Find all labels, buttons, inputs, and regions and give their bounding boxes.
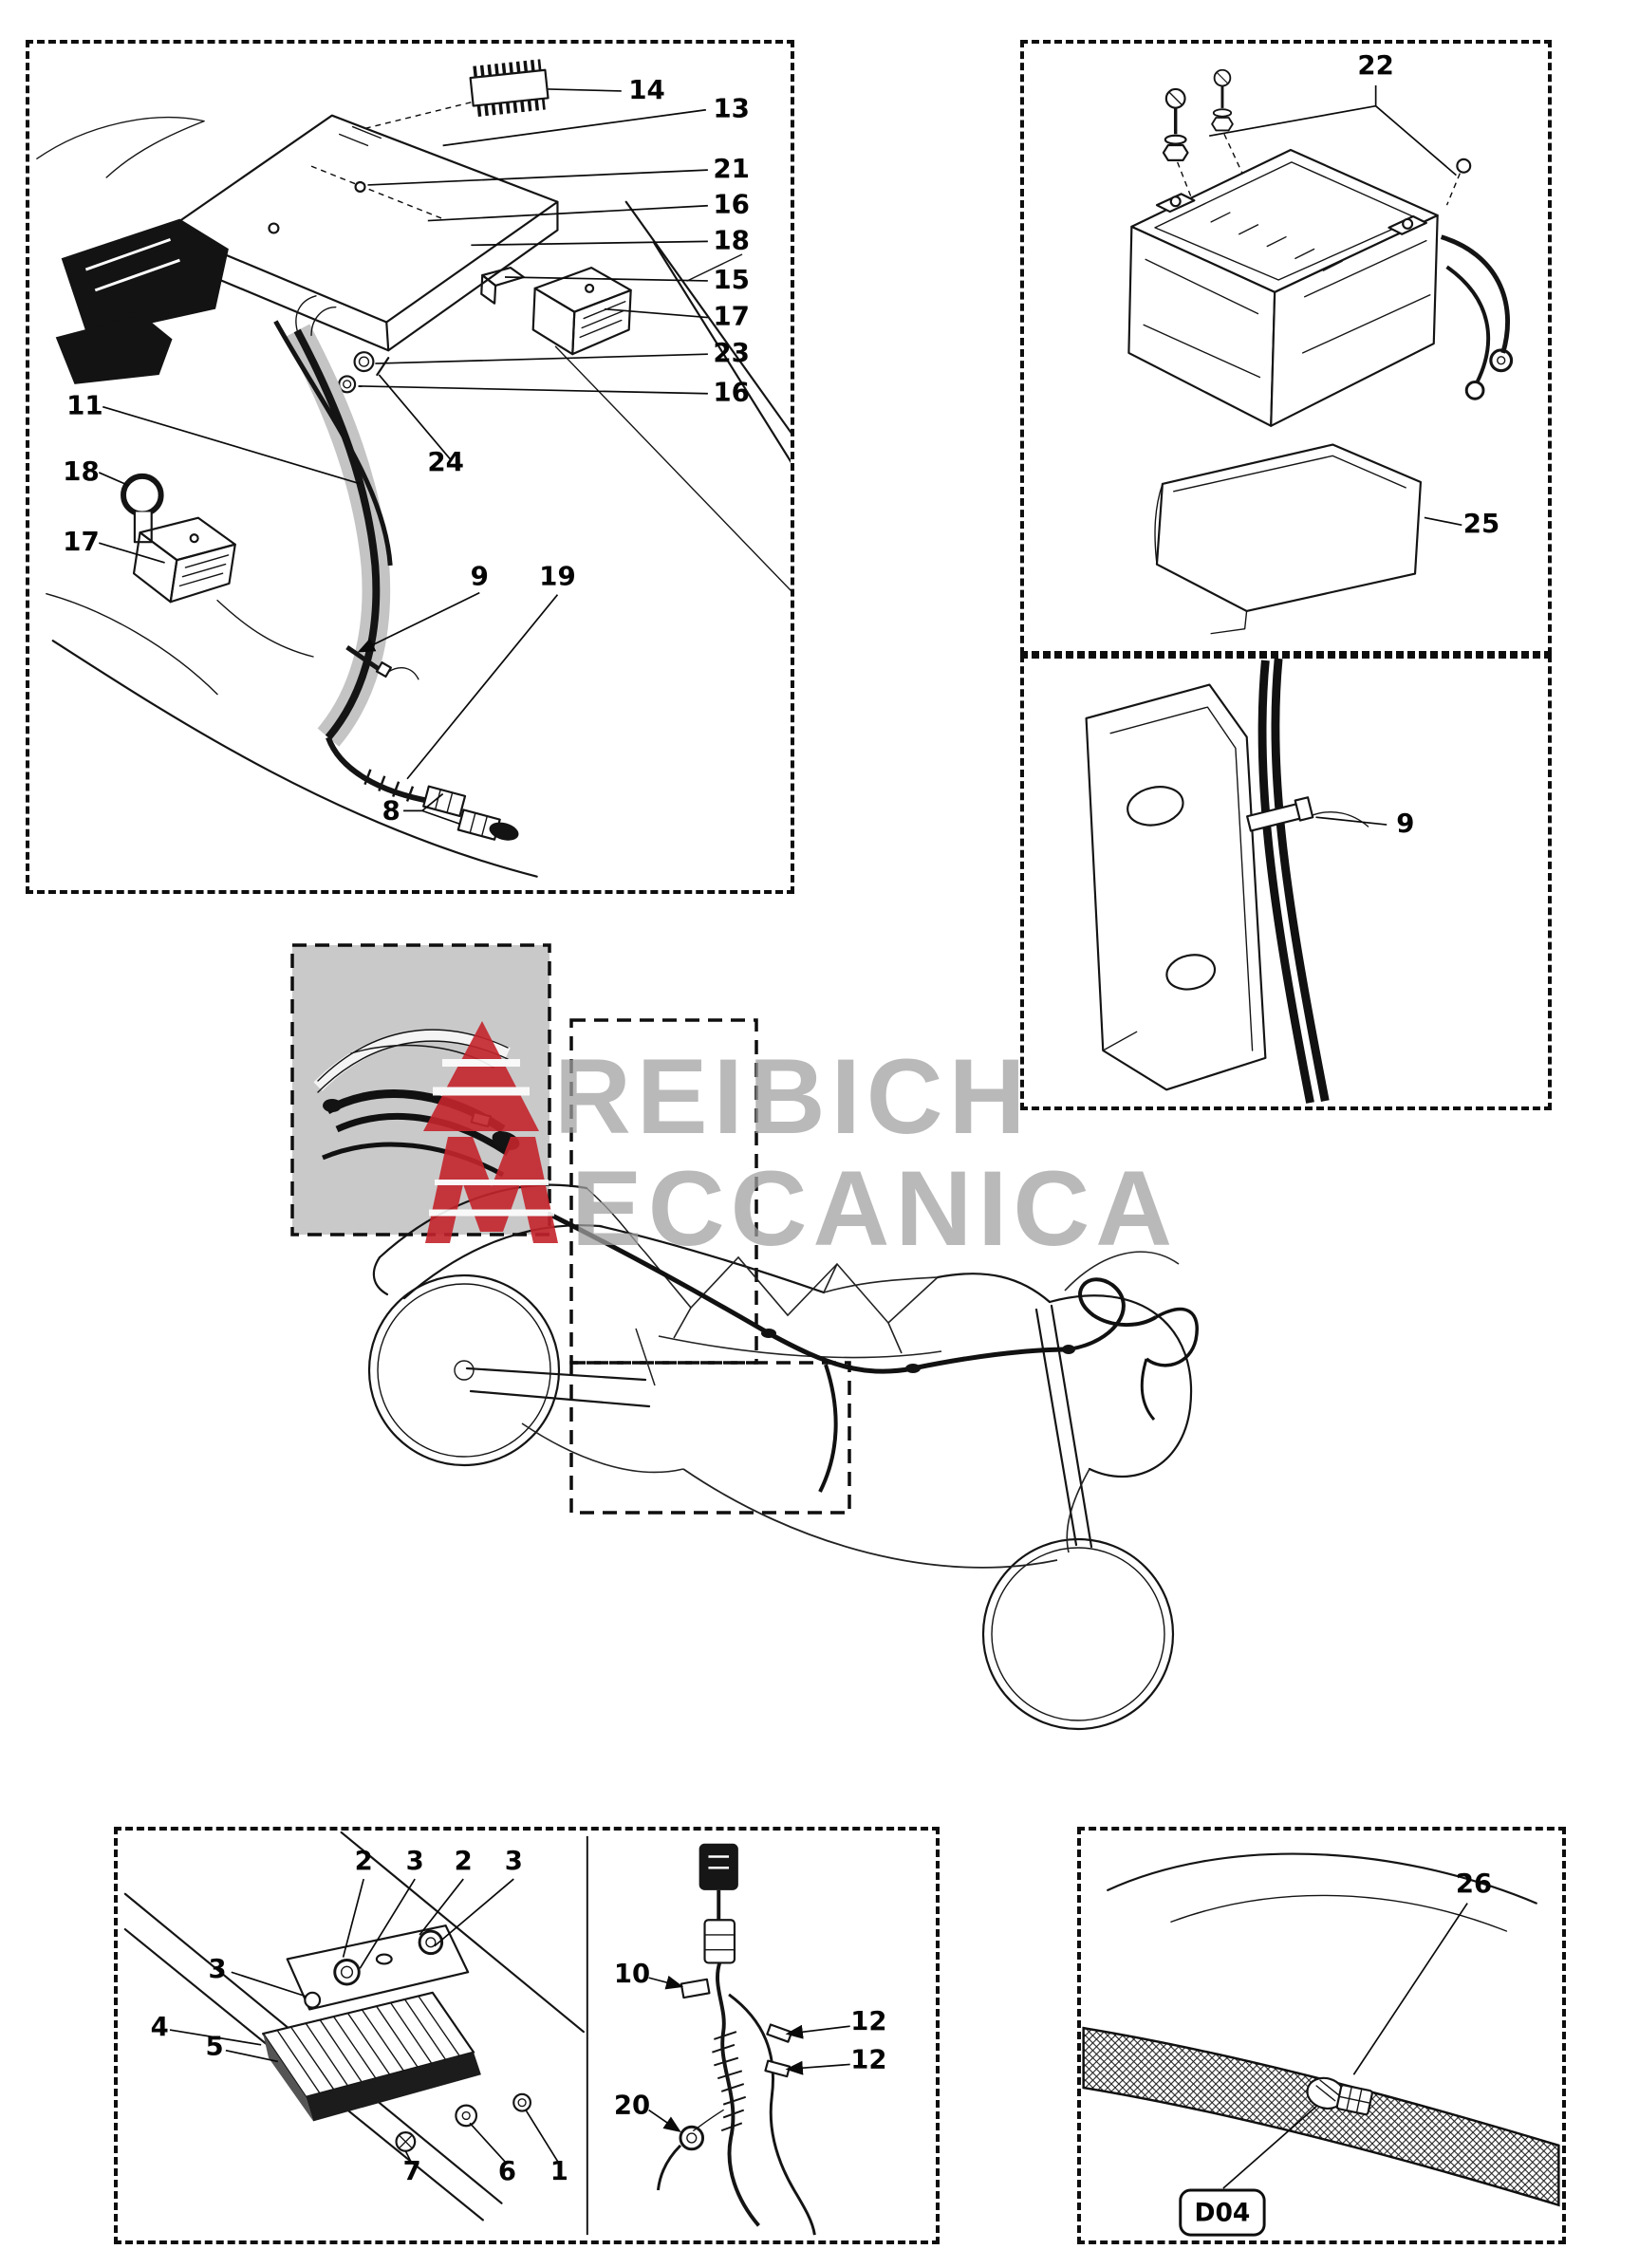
fairing-lines	[1107, 1852, 1537, 1932]
watermark-line1: REIBICH	[554, 1037, 1031, 1156]
air-duct	[55, 218, 229, 384]
callouts: 14 13 21 16 18 15 17 23 16 11 24 18 17 9…	[63, 74, 750, 826]
callout-3: 3	[406, 1846, 424, 1876]
callout-7: 7	[403, 2156, 421, 2186]
leader-lines	[1209, 85, 1462, 527]
clamp-drawing: 26 D04	[1082, 1852, 1560, 2237]
callout-2: 2	[355, 1846, 373, 1876]
tie-tail	[1311, 811, 1369, 827]
callout-8: 8	[382, 794, 400, 826]
callout-14: 14	[628, 74, 665, 105]
pull-ring	[121, 473, 164, 544]
battery-drawing: 22 25	[1127, 49, 1514, 635]
callout-16: 16	[713, 189, 750, 220]
callout-1: 1	[550, 2156, 568, 2186]
battery-body	[1127, 148, 1439, 427]
watermark-line2: ECCANICA	[571, 1149, 1178, 1268]
leader-9	[1315, 816, 1388, 826]
callout-17: 17	[713, 300, 750, 331]
callout-6: 6	[498, 2156, 516, 2186]
callouts: 2 3 2 3 3 4 5 7 6 1 10 12 12 20	[151, 1846, 887, 2186]
relay-upper	[531, 267, 632, 356]
callout-12b: 12	[850, 2044, 886, 2074]
frame-tie-drawing: 9	[1085, 659, 1414, 1104]
watermark-mark-1	[423, 1021, 539, 1131]
callout-2b: 2	[455, 1846, 473, 1876]
motorcycle-overview: REIBICH ECCANICA	[237, 930, 1310, 1775]
nut-cluster	[338, 351, 390, 394]
harness-band	[1082, 2026, 1560, 2207]
callout-10: 10	[614, 1959, 650, 1989]
watermark-mark-2	[425, 1137, 558, 1243]
chip-leader-dashed	[341, 102, 472, 136]
panel-clamp: 26 D04	[1077, 1827, 1566, 2244]
panel-regulator: 2 3 2 3 3 4 5 7 6 1 10 12 12 20	[114, 1827, 940, 2244]
ecu-detail-drawing: 14 13 21 16 18 15 17 23 16 11 24 18 17 9…	[36, 59, 791, 878]
callout-4: 4	[151, 2012, 169, 2042]
callout-9: 9	[471, 561, 489, 592]
leader-26	[1352, 1903, 1468, 2075]
callout-5: 5	[206, 2032, 224, 2062]
clamp-connector	[1306, 2076, 1373, 2116]
wiring-harness	[273, 295, 433, 805]
callout-25: 25	[1463, 508, 1499, 539]
wrapped-harness	[656, 1843, 816, 2236]
panel-frame-tie: 9	[1020, 655, 1552, 1110]
cable-tie	[345, 645, 419, 680]
cable-run	[1257, 659, 1330, 1104]
fasteners	[395, 2092, 532, 2152]
leader-lines	[98, 88, 708, 826]
main-harness	[549, 1212, 1199, 1493]
callout-23: 23	[713, 337, 750, 368]
connector-chip	[469, 59, 549, 117]
harness-connectors	[422, 785, 519, 841]
battery-cables	[1440, 234, 1514, 400]
callout-11: 11	[66, 390, 103, 421]
ecu-unit	[165, 114, 559, 352]
callout-20: 20	[614, 2090, 650, 2120]
callout-26: 26	[1456, 1868, 1492, 1899]
panel-battery: 22 25	[1020, 40, 1552, 655]
callout-13: 13	[713, 93, 750, 124]
callout-21: 21	[713, 153, 750, 184]
callout-16b: 16	[713, 377, 750, 408]
motorcycle-drawing: REIBICH ECCANICA	[290, 943, 1199, 1731]
diode-block	[480, 267, 525, 305]
callout-9: 9	[1396, 809, 1414, 839]
d04-label: D04	[1194, 2198, 1250, 2227]
fairing-frame-lines	[36, 117, 791, 878]
callout-3b: 3	[505, 1846, 523, 1876]
callout-12: 12	[850, 2006, 886, 2036]
watermark: REIBICH ECCANICA	[423, 1021, 1178, 1268]
callout-18b: 18	[63, 455, 100, 487]
callout-24: 24	[427, 446, 464, 477]
panel-ecu-detail: 14 13 21 16 18 15 17 23 16 11 24 18 17 9…	[26, 40, 794, 894]
callout-22: 22	[1357, 49, 1393, 81]
callout-15: 15	[713, 264, 750, 295]
callout-17b: 17	[63, 526, 100, 557]
leader-lines	[169, 1878, 850, 2166]
regulator-body	[262, 1991, 481, 2122]
callout-19: 19	[539, 561, 576, 592]
d04-tag: D04	[1179, 2105, 1317, 2237]
frame-bracket	[1085, 683, 1267, 1091]
regulator-drawing: 2 3 2 3 3 4 5 7 6 1 10 12 12 20	[123, 1831, 887, 2236]
mounting-bracket	[286, 1924, 470, 2011]
callout-18: 18	[713, 224, 750, 255]
callout-3c: 3	[208, 1954, 226, 1984]
cable-tie	[1246, 796, 1314, 832]
relay-wire	[216, 599, 314, 658]
inset-frame-lower	[569, 1361, 851, 1515]
battery-tray	[1154, 443, 1423, 635]
